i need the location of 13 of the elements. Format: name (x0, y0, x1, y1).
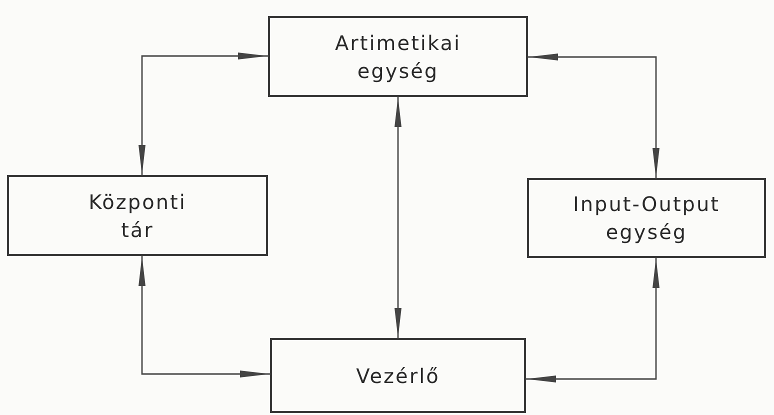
process-box (268, 16, 528, 97)
box-label: Artimetikai egység (334, 30, 462, 84)
arrow (138, 256, 270, 378)
arrow (394, 97, 402, 338)
process-box (7, 175, 268, 256)
arrow (138, 52, 268, 175)
box-label: Vezérlő (355, 362, 441, 390)
box-label: Input-Output egység (572, 191, 722, 246)
process-box (527, 178, 766, 258)
box-label: Központi tár (88, 188, 188, 244)
arrow (528, 54, 660, 178)
arrow (526, 258, 660, 382)
process-box (270, 338, 526, 413)
